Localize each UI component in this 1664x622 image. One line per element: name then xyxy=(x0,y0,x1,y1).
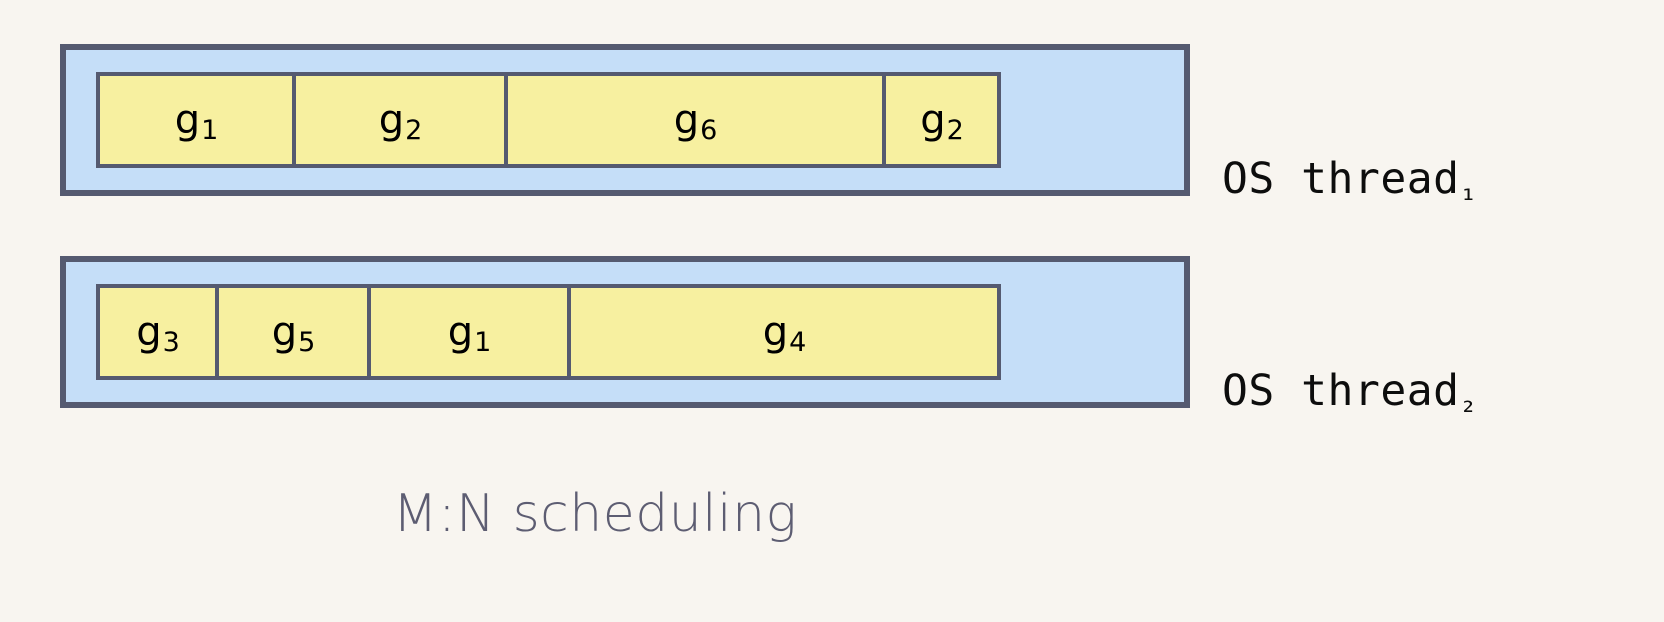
goroutine-label: g5 xyxy=(271,309,316,358)
goroutine-block: g4 xyxy=(567,284,1001,380)
os-thread-1-bar: g1 g2 g6 g2 xyxy=(60,44,1190,196)
os-thread-2-label: OS thread₂ xyxy=(1222,366,1478,419)
goroutine-label: g3 xyxy=(136,309,180,358)
goroutine-label: g1 xyxy=(174,97,219,146)
goroutine-block: g6 xyxy=(504,72,886,168)
figure-caption: M:N scheduling xyxy=(392,484,798,544)
goroutine-label: g1 xyxy=(447,309,492,358)
goroutine-label: g2 xyxy=(378,97,423,146)
goroutine-label: g4 xyxy=(762,309,807,358)
os-thread-2-bar: g3 g5 g1 g4 xyxy=(60,256,1190,408)
goroutine-block: g1 xyxy=(96,72,296,168)
goroutine-block: g1 xyxy=(367,284,571,380)
goroutine-label: g2 xyxy=(920,97,964,146)
goroutine-block: g2 xyxy=(882,72,1001,168)
goroutine-label: g6 xyxy=(673,97,718,146)
os-thread-1-goroutine-strip: g1 g2 g6 g2 xyxy=(96,72,1001,168)
goroutine-block: g3 xyxy=(96,284,219,380)
goroutine-block: g5 xyxy=(215,284,371,380)
os-thread-2-goroutine-strip: g3 g5 g1 g4 xyxy=(96,284,1001,380)
goroutine-block: g2 xyxy=(292,72,508,168)
os-thread-1-label: OS thread₁ xyxy=(1222,154,1478,207)
